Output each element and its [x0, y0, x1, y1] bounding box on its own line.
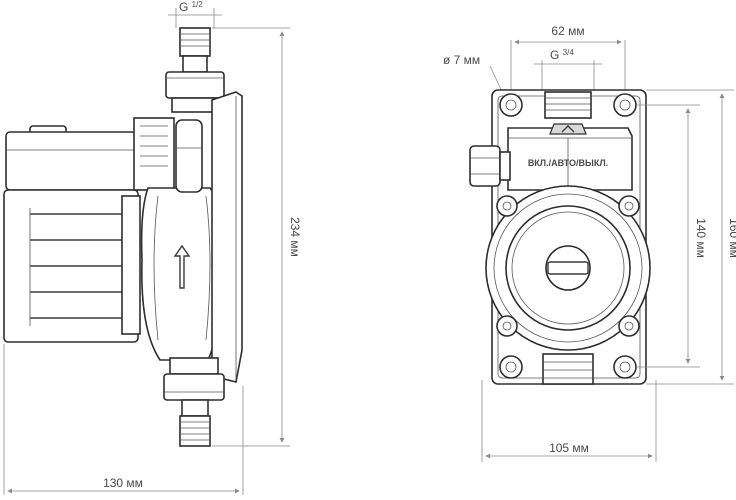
svg-text:160 мм: 160 мм — [727, 218, 736, 258]
top-inlet — [165, 27, 225, 113]
depth-dimension: 130 мм — [3, 344, 244, 496]
svg-text:G 3/4: G 3/4 — [550, 48, 574, 62]
motor-housing — [3, 125, 141, 343]
cooling-fins — [29, 208, 130, 326]
pump-volute — [485, 185, 651, 351]
control-box: ВКЛ./АВТО/ВЫКЛ. — [507, 123, 633, 192]
front-bottom-nipple — [542, 353, 594, 385]
top-thread-dimension: G 1/2 — [168, 0, 222, 28]
svg-text:ø 7 мм: ø 7 мм — [443, 53, 480, 67]
svg-text:234 мм: 234 мм — [288, 217, 302, 257]
front-top-nipple — [544, 91, 592, 119]
mount-height-dimension: 140 мм — [636, 104, 708, 368]
volute-screw-br — [618, 315, 640, 337]
volute-screw-tr — [618, 195, 640, 217]
front-width-dimension: 105 мм — [481, 380, 657, 462]
mounting-plate — [211, 91, 243, 383]
bolt-bottom-right — [613, 355, 637, 379]
side-view: G 1/2 — [3, 0, 302, 496]
svg-text:105 мм: 105 мм — [549, 441, 589, 455]
front-thread-dimension: G 3/4 — [534, 48, 602, 92]
front-height-dimension: 160 мм — [646, 89, 736, 385]
volute-screw-tl — [496, 195, 518, 217]
svg-text:140 мм: 140 мм — [694, 218, 708, 258]
corner-bolts — [499, 93, 637, 379]
bolt-spacing-dimension: 62 мм — [510, 24, 626, 94]
flow-direction-arrow — [173, 244, 191, 289]
pump-head — [133, 117, 222, 361]
svg-text:130 мм: 130 мм — [103, 476, 143, 490]
bottom-outlet — [163, 357, 225, 447]
bolt-top-left — [499, 93, 523, 117]
volute-screw-bl — [496, 315, 518, 337]
front-view: 62 мм G 3/4 ø 7 мм — [443, 24, 736, 462]
bolt-bottom-left — [499, 355, 523, 379]
svg-text:62 мм: 62 мм — [551, 24, 584, 38]
cable-gland — [469, 145, 511, 187]
bolt-top-right — [613, 93, 637, 117]
total-height-dimension: 234 мм — [212, 27, 302, 447]
svg-text:G 1/2: G 1/2 — [179, 0, 203, 14]
